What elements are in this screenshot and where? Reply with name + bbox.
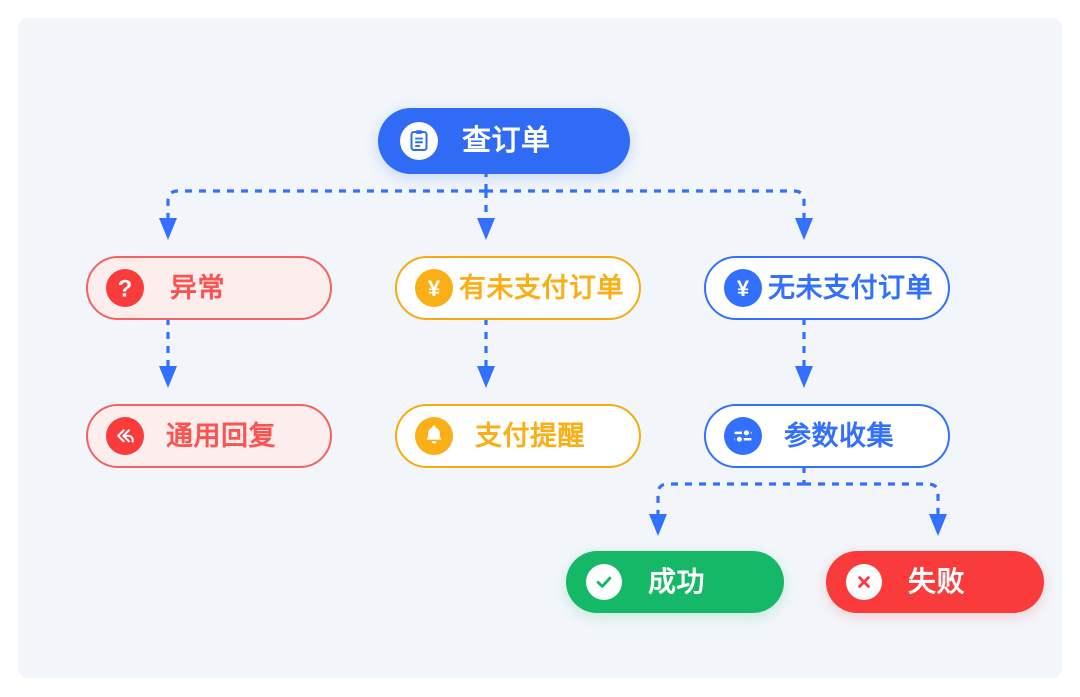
svg-text:¥: ¥ [737, 276, 750, 301]
node-label: 查订单 [462, 124, 551, 157]
reply-all-icon [106, 417, 144, 455]
node-label: 通用回复 [166, 420, 276, 451]
node-label: 支付提醒 [475, 420, 585, 451]
node-general-reply[interactable]: 通用回复 [86, 404, 332, 468]
arrowhead-payment-reminder [477, 366, 495, 388]
node-label: 异常 [170, 272, 225, 303]
x-circle-icon [846, 564, 882, 600]
node-success[interactable]: 成功 [566, 551, 784, 613]
question-mark-icon: ? [106, 269, 144, 307]
node-no-unpaid-order[interactable]: ¥ 无未支付订单 [704, 256, 950, 320]
arrowhead-exception [159, 218, 177, 240]
node-exception[interactable]: ? 异常 [86, 256, 332, 320]
svg-text:¥: ¥ [428, 276, 441, 301]
arrowhead-general-reply [159, 366, 177, 388]
edge-root-to-no-unpaid [486, 189, 806, 218]
clipboard-list-icon [400, 122, 438, 160]
arrowhead-success [649, 514, 667, 536]
node-label: 参数收集 [784, 420, 894, 451]
arrowhead-failure [929, 514, 947, 536]
diagram-panel: 查订单 ? 异常 ¥ 有未支付订单 ¥ [18, 18, 1062, 678]
edge-collect-to-success [656, 482, 804, 514]
node-param-collect[interactable]: 参数收集 [704, 404, 950, 468]
node-payment-reminder[interactable]: 支付提醒 [395, 404, 641, 468]
svg-text:?: ? [118, 276, 133, 303]
arrowhead-param-collect [795, 366, 813, 388]
check-circle-icon [586, 564, 622, 600]
node-has-unpaid-order[interactable]: ¥ 有未支付订单 [395, 256, 641, 320]
node-label: 失败 [908, 566, 966, 597]
edge-root-to-exception [166, 189, 486, 218]
bell-icon [415, 417, 453, 455]
yen-coin-icon: ¥ [724, 269, 762, 307]
node-failure[interactable]: 失败 [826, 551, 1044, 613]
node-label: 有未支付订单 [459, 272, 624, 303]
arrowhead-has-unpaid [477, 218, 495, 240]
sliders-icon [724, 417, 762, 455]
arrowhead-no-unpaid [795, 218, 813, 240]
edge-collect-to-failure [804, 482, 940, 514]
yen-coin-icon: ¥ [415, 269, 453, 307]
node-query-order[interactable]: 查订单 [378, 108, 630, 174]
node-label: 成功 [648, 566, 706, 597]
node-label: 无未支付订单 [768, 272, 933, 303]
